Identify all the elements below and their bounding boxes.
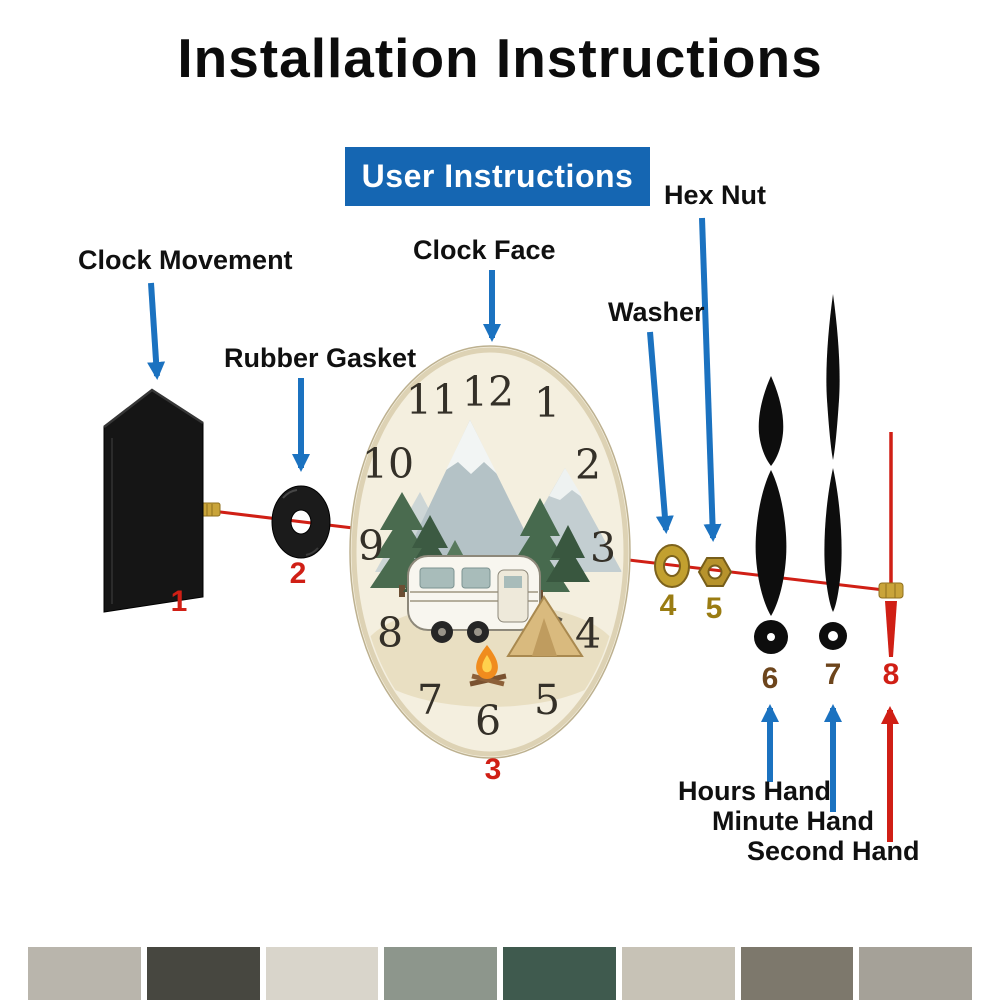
- hours-hand-graphic: [754, 376, 788, 654]
- rubber-gasket-graphic: [271, 485, 331, 559]
- dial-numeral-4: 4: [574, 610, 602, 658]
- minute-hand-graphic: [819, 294, 847, 650]
- number-rubber-gasket: 2: [289, 557, 307, 590]
- dial-numeral-9: 9: [357, 522, 385, 570]
- dial-numeral-1: 1: [533, 379, 561, 427]
- clock-face-graphic: [349, 345, 631, 759]
- number-clock-movement: 1: [170, 585, 188, 618]
- dial-numeral-10: 10: [361, 440, 415, 488]
- user-instructions-banner: User Instructions: [345, 147, 650, 206]
- bottom-thumbnail: [859, 947, 972, 1000]
- number-hex-nut: 5: [705, 592, 723, 625]
- label-rubber-gasket: Rubber Gasket: [224, 343, 417, 373]
- page-title: Installation Instructions: [177, 27, 823, 89]
- second-hand-graphic: [878, 432, 904, 657]
- tent-graphic: [506, 595, 584, 657]
- pivot-pin: [878, 582, 904, 599]
- bottom-thumbnail: [384, 947, 497, 1000]
- label-second-hand: Second Hand: [747, 836, 920, 866]
- number-minute-hand: 7: [824, 658, 842, 691]
- label-hours-hand: Hours Hand: [678, 776, 832, 806]
- dial-numeral-11: 11: [405, 376, 459, 424]
- bottom-thumbnail: [740, 947, 854, 1000]
- arrow-hex-nut: [699, 217, 722, 542]
- clock-movement-graphic: [103, 388, 221, 613]
- dial-numeral-3: 3: [589, 524, 617, 572]
- bottom-thumbnail: [621, 947, 735, 1000]
- arrow-washer: [647, 331, 674, 534]
- label-clock-face: Clock Face: [413, 235, 556, 265]
- bottom-thumbnail: [146, 947, 260, 1000]
- dial-numeral-6: 6: [474, 697, 502, 745]
- banner-label: User Instructions: [361, 158, 634, 194]
- camper-trailer-graphic: [407, 555, 563, 643]
- label-minute-hand: Minute Hand: [712, 806, 874, 836]
- arrow-clock-movement: [147, 282, 166, 380]
- label-washer: Washer: [608, 297, 705, 327]
- bottom-thumbnail: [28, 947, 141, 1000]
- dial-numeral-12: 12: [461, 368, 515, 416]
- number-clock-face: 3: [484, 753, 502, 786]
- bottom-thumbnail: [265, 947, 379, 1000]
- pointer-arrows: [147, 217, 899, 842]
- bottom-strip: [28, 947, 972, 1000]
- dial-numeral-5: 5: [533, 676, 561, 724]
- dial-numeral-8: 8: [376, 609, 404, 657]
- dial-numeral-2: 2: [574, 441, 602, 489]
- bottom-thumbnail: [503, 947, 616, 1000]
- label-hex-nut: Hex Nut: [664, 180, 767, 210]
- number-hours-hand: 6: [761, 662, 779, 695]
- label-clock-movement: Clock Movement: [78, 245, 293, 275]
- number-second-hand: 8: [882, 658, 900, 691]
- hex-nut-graphic: [697, 557, 733, 587]
- number-washer: 4: [659, 589, 677, 622]
- washer-graphic: [653, 544, 690, 588]
- campfire-graphic: [469, 645, 507, 687]
- dial-numeral-7: 7: [416, 676, 444, 724]
